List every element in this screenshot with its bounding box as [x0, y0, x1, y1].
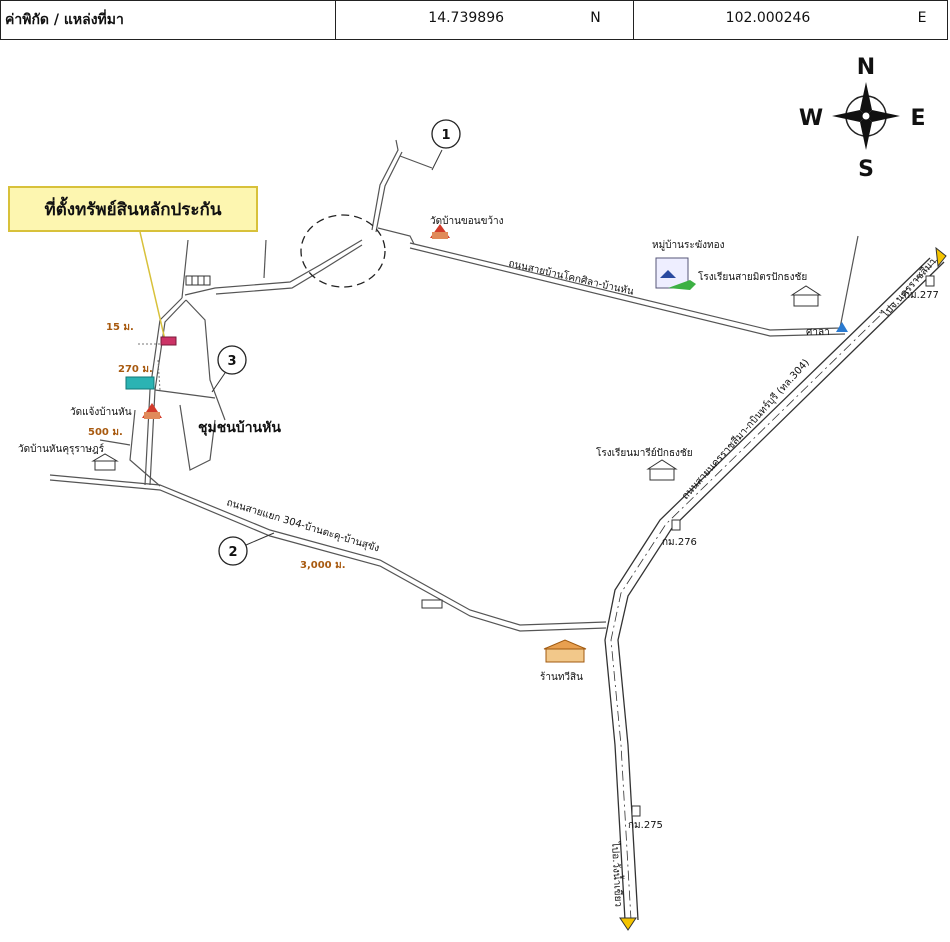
label-km-277: กม.277 — [904, 290, 939, 301]
label-shop: ร้านทวีสิน — [540, 671, 583, 683]
km-post-276-icon — [671, 519, 681, 531]
longitude-direction: E — [917, 10, 927, 26]
road-network — [49, 139, 859, 632]
distance-3000m: 3,000 ม. — [300, 560, 346, 571]
label-mu-ban: หมู่บ้านระฆังทอง — [652, 239, 725, 251]
label-sala: ศาลา — [806, 327, 830, 338]
school-mitr-icon — [790, 285, 822, 307]
longitude-value: 102.000246 — [725, 10, 811, 26]
label-school-mari: โรงเรียนมารีย์ปักธงชัย — [596, 446, 693, 459]
svg-text:1: 1 — [441, 128, 450, 143]
arrow-to-korat-icon — [935, 246, 947, 268]
label-km-275: กม.275 — [628, 820, 663, 831]
temple-chaeng-icon — [142, 403, 162, 419]
marker-1: 1 — [431, 119, 461, 171]
school-khurusat-icon — [91, 453, 119, 471]
label-wat-khurusat: วัดบ้านหันคุรุราษฎร์ — [18, 443, 105, 455]
pond — [125, 376, 155, 390]
collateral-location-callout: ที่ตั้งทรัพย์สินหลักประกัน — [8, 186, 258, 232]
label-to-prachin: ไปอ.วังน้ำเขียว — [609, 840, 626, 907]
marker-2: 2 — [218, 532, 275, 566]
village-icon — [655, 257, 696, 290]
marker-3: 3 — [211, 345, 247, 393]
longitude-cell: 102.000246 E — [634, 1, 947, 39]
sala-icon — [836, 322, 848, 332]
compass-south: S — [858, 157, 874, 182]
distance-270m: 270 ม. — [118, 364, 153, 375]
svg-text:2: 2 — [228, 545, 237, 560]
label-wat-chaeng: วัดแจ้งบ้านหัน — [70, 406, 132, 418]
label-highway: ถนนสายนครราชสีมา-กบินทร์บุรี (ทล.304) — [679, 357, 812, 502]
label-road-south: ถนนสายแยก 304-บ้านตะคุ-บ้านสุขัง — [225, 496, 381, 554]
km-post-277-icon — [925, 275, 935, 287]
svg-text:3: 3 — [227, 354, 236, 369]
distance-500m: 500 ม. — [88, 427, 123, 438]
highway-304 — [604, 257, 945, 921]
bus-stop-icon — [421, 599, 443, 609]
compass-west: W — [799, 106, 823, 131]
temple-khon-khwang-icon — [430, 224, 450, 239]
compass-north: N — [857, 55, 875, 80]
label-wat-khon-khwang: วัดบ้านขอนขว้าง — [430, 215, 504, 227]
coordinate-label: ค่าพิกัด / แหล่งที่มา — [1, 1, 337, 39]
km-post-275-icon — [631, 805, 641, 817]
arrow-to-prachin-icon — [619, 917, 637, 931]
latitude-cell: 14.739896 N — [336, 1, 634, 39]
coordinate-header: ค่าพิกัด / แหล่งที่มา 14.739896 N 102.00… — [0, 0, 948, 40]
latitude-value: 14.739896 — [428, 10, 505, 26]
dashed-circle — [300, 214, 386, 288]
distance-15m: 15 ม. — [106, 322, 134, 333]
label-to-korat: ไปจ.นครราชสีมา — [879, 256, 939, 321]
compass-east: E — [910, 106, 925, 131]
property-marker — [160, 336, 177, 346]
latitude-direction: N — [590, 10, 601, 26]
label-school-mitr: โรงเรียนสายมิตรปักธงชัย — [698, 270, 807, 283]
callout-connector — [139, 231, 166, 341]
label-km-276: กม.276 — [662, 537, 697, 548]
compass-rose-icon: N S E W — [799, 55, 926, 182]
school-mari-icon — [646, 459, 678, 481]
shop-icon — [543, 639, 587, 663]
label-community: ชุมชนบ้านหัน — [198, 420, 281, 436]
location-map: 1 2 3 N S E W วัดบ้านขอนขว้าง หมู่บ้านระ… — [18, 55, 947, 931]
